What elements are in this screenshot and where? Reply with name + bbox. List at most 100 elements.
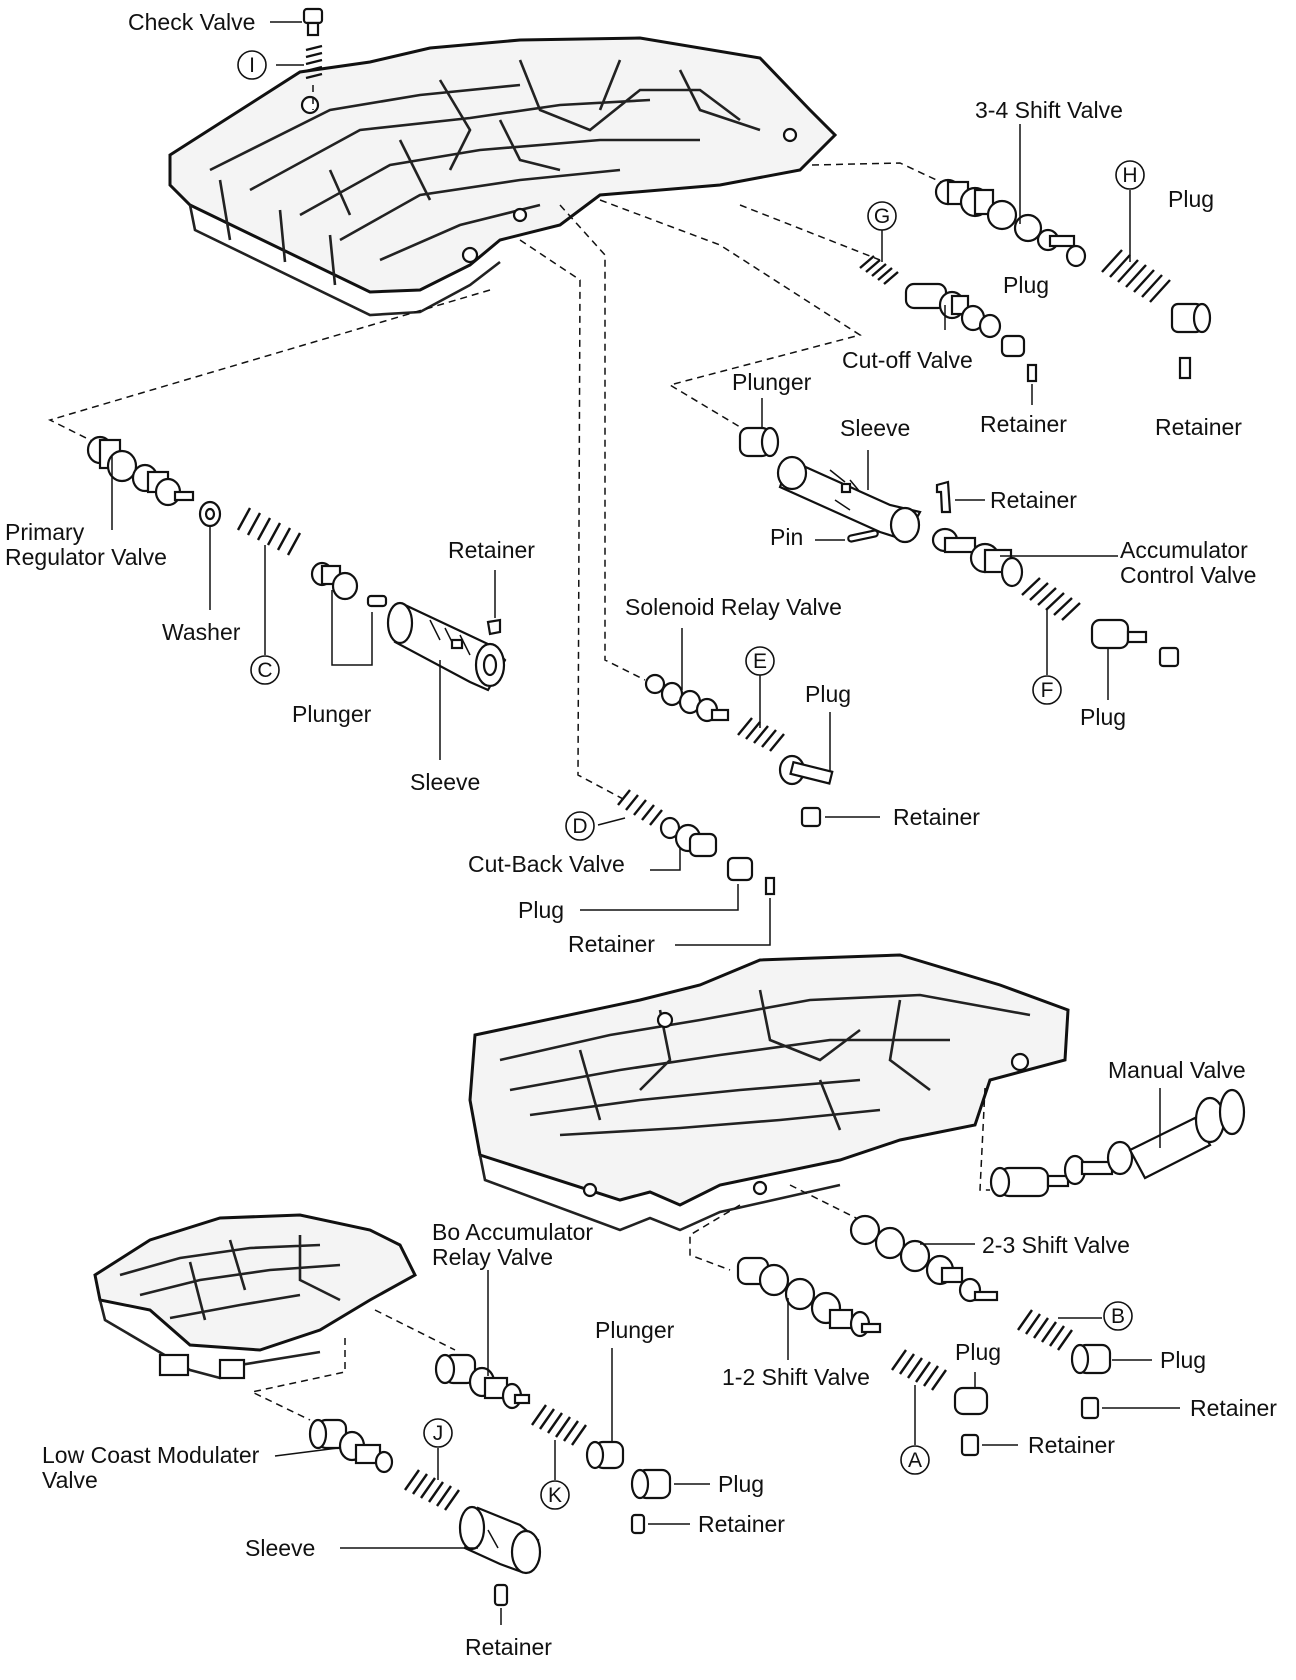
shift-valve-34-label: 3-4 Shift Valve [975,97,1123,123]
small-valve-body [93,1213,417,1380]
callout-G: G [867,201,897,231]
callout-C: C [250,655,280,685]
retainer-H-label: Retainer [1155,414,1242,440]
plug-B-label: Plug [1160,1347,1206,1373]
svg-text:A: A [908,1449,922,1472]
svg-text:H: H [1122,164,1137,187]
retainer-cutoff-part [1026,363,1038,383]
shift-valve-12-label: 1-2 Shift Valve [722,1364,870,1390]
primary-regulator-valve-part [86,435,195,507]
spring-A [891,1349,947,1391]
retainer-B-part [1080,1396,1100,1420]
svg-text:K: K [548,1484,562,1507]
retainer-primary-part [486,618,502,636]
upper-valve-body [168,36,838,317]
plug-A-part [953,1386,989,1416]
plug-solenoid-label: Plug [805,681,851,707]
retainer-primary-label: Retainer [448,537,535,563]
solenoid-relay-valve-label: Solenoid Relay Valve [625,594,842,620]
low-coast-label-1: Low Coast Modulater [42,1442,260,1468]
callout-K: K [540,1480,570,1510]
bo-accumulator-label-1: Bo Accumulator [432,1219,593,1245]
spring-C [236,507,302,556]
cutback-valve-label: Cut-Back Valve [468,851,625,877]
cutoff-valve-label: Cut-off Valve [842,347,973,373]
svg-text:D: D [572,815,587,838]
spring-F [1021,577,1081,621]
shift-valve-12-part [736,1256,882,1338]
bo-accumulator-label-2: Relay Valve [432,1244,553,1270]
lower-valve-body [468,953,1070,1232]
sleeve-lowcoast-label: Sleeve [245,1535,315,1561]
manual-valve-part [989,1088,1246,1198]
sleeve-top-part [776,455,922,544]
callout-F: F [1032,675,1062,705]
shift-valve-34-part [934,178,1087,268]
retainer-sleeve-top-part [935,480,952,514]
plunger-bo-label: Plunger [595,1317,675,1343]
cutoff-valve-part [904,282,1002,339]
plunger-bo-part [585,1440,625,1470]
sleeve-primary-part [386,601,507,692]
spring-K [531,1404,587,1446]
cutback-valve-part [659,816,718,858]
plug-K-part [630,1468,672,1500]
spring-E [737,717,785,752]
retainer-H-part [1178,356,1192,380]
callout-H: H [1115,160,1145,190]
spring-H [1101,249,1171,303]
pin-label: Pin [770,524,803,550]
sleeve-primary-label: Sleeve [410,769,480,795]
plunger-top-label: Plunger [732,369,812,395]
spring-D [617,789,663,826]
bo-accumulator-relay-valve-part [434,1353,531,1410]
svg-text:E: E [753,650,767,673]
callout-D: D [565,811,595,841]
retainer-lowcoast-part [493,1583,509,1607]
plug-F-label: Plug [1080,704,1126,730]
plug-cutoff-label: Plug [1003,272,1049,298]
retainer-solenoid-label: Retainer [893,804,980,830]
spring-B [1017,1309,1073,1351]
check-valve-part [302,7,324,80]
svg-text:F: F [1041,679,1054,702]
svg-text:C: C [257,659,272,682]
spring-G [859,255,899,285]
plunger-primary-label: Plunger [292,701,372,727]
callout-E: E [745,646,775,676]
retainer-A-label: Retainer [1028,1432,1115,1458]
retainer-K-label: Retainer [698,1511,785,1537]
retainer-A-part [960,1433,980,1457]
primary-regulator-label-1: Primary [5,519,85,545]
spring-J [404,1469,460,1511]
washer-part [198,500,222,528]
solenoid-relay-valve-part [644,673,730,723]
retainer-K-part [630,1513,646,1535]
plug-A-label: Plug [955,1339,1001,1365]
sleeve-lowcoast-part [458,1505,542,1575]
shift-valve-23-part [849,1214,999,1303]
callout-B: B [1103,1301,1133,1331]
plug-K-label: Plug [718,1471,764,1497]
retainer-B-label: Retainer [1190,1395,1277,1421]
svg-text:B: B [1111,1305,1125,1328]
washer-label: Washer [162,619,241,645]
plug-cutoff-part [1000,334,1026,358]
accumulator-control-valve-label-2: Control Valve [1120,562,1256,588]
callout-I: I [237,50,267,80]
primary-regulator-label-2: Regulator Valve [5,544,167,570]
low-coast-modulater-valve-part [308,1418,394,1474]
svg-text:J: J [433,1422,444,1445]
plug-cutback-label: Plug [518,897,564,923]
retainer-cutoff-label: Retainer [980,411,1067,437]
plug-H-label: Plug [1168,186,1214,212]
retainer-cutback-part [764,876,776,896]
plunger-top-part [738,426,780,458]
check-valve-label: Check Valve [128,9,255,35]
svg-text:G: G [874,205,890,228]
plunger-primary-part [310,561,388,608]
accumulator-control-valve-part [931,527,1024,588]
callout-A: A [900,1445,930,1475]
svg-text:I: I [249,54,255,77]
